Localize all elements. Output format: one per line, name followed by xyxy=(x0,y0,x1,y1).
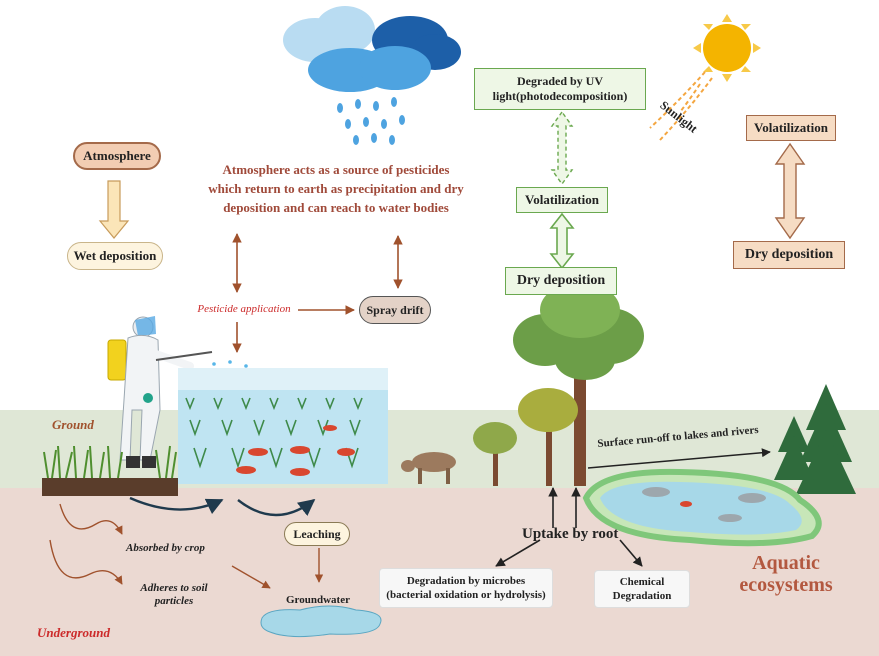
arrow-to-microbes xyxy=(495,539,541,567)
spray-drift-box: Spray drift xyxy=(359,296,431,324)
cow-icon xyxy=(401,452,456,484)
leaching-box: Leaching xyxy=(284,522,350,546)
pesticide-application-label: Pesticide application xyxy=(197,303,291,315)
arrow-to-groundwater xyxy=(231,565,271,589)
arrow-absorbed-by-crop xyxy=(59,503,123,535)
grass-tufts xyxy=(43,445,177,479)
sun-rays xyxy=(649,71,713,141)
arrow-surface-runoff xyxy=(587,448,771,469)
crop-field-icon xyxy=(178,368,388,484)
arrow-volatilization-dry xyxy=(549,212,575,270)
underground-label: Underground xyxy=(37,625,110,640)
chemical-degradation-box: Chemical Degradation xyxy=(594,570,690,608)
arrow-to-chemical xyxy=(619,539,643,567)
rain-icon xyxy=(337,97,405,145)
sun-icon xyxy=(693,14,761,82)
degraded-uv-box: Degraded by UV light(photodecomposition) xyxy=(474,68,646,110)
fish-icon xyxy=(642,487,766,522)
absorbed-by-crop-label: Absorbed by crop xyxy=(126,542,205,554)
groundwater-label: Groundwater xyxy=(286,594,350,606)
ground-label: Ground xyxy=(52,417,94,432)
aquatic-ecosystems-label: Aquatic ecosystems xyxy=(739,552,833,596)
dry-deposition-center-box: Dry deposition xyxy=(505,267,617,295)
tree-icon xyxy=(473,282,644,486)
dry-deposition-right-box: Dry deposition xyxy=(733,241,845,269)
volatilization-right-box: Volatilization xyxy=(746,115,836,141)
cloud-icon xyxy=(283,6,461,92)
uptake-by-root-label: Uptake by root xyxy=(522,526,619,542)
shrimp-icon xyxy=(236,425,355,476)
soil-strip xyxy=(42,478,178,496)
arrow-adheres-to-soil xyxy=(49,539,123,585)
arrow-uptake-right xyxy=(237,498,316,517)
atmosphere-note: Atmosphere acts as a source of pesticide… xyxy=(208,162,464,215)
farmer-icon xyxy=(107,316,213,468)
groundwater-puddle xyxy=(260,605,382,638)
arrow-right-volatilization-dry xyxy=(774,142,806,240)
arrow-uptake-left xyxy=(129,496,224,515)
degradation-microbes-box: Degradation by microbes (bacterial oxida… xyxy=(379,568,553,608)
atmosphere-box: Atmosphere xyxy=(73,142,161,170)
adheres-to-soil-label: Adheres to soil particles xyxy=(140,582,208,607)
volatilization-center-box: Volatilization xyxy=(516,187,608,213)
wet-deposition-box: Wet deposition xyxy=(67,242,163,270)
pine-tree-icon xyxy=(774,384,856,494)
arrow-atmosphere-to-wet xyxy=(98,180,130,239)
arrow-uv-volatilization xyxy=(550,110,574,186)
